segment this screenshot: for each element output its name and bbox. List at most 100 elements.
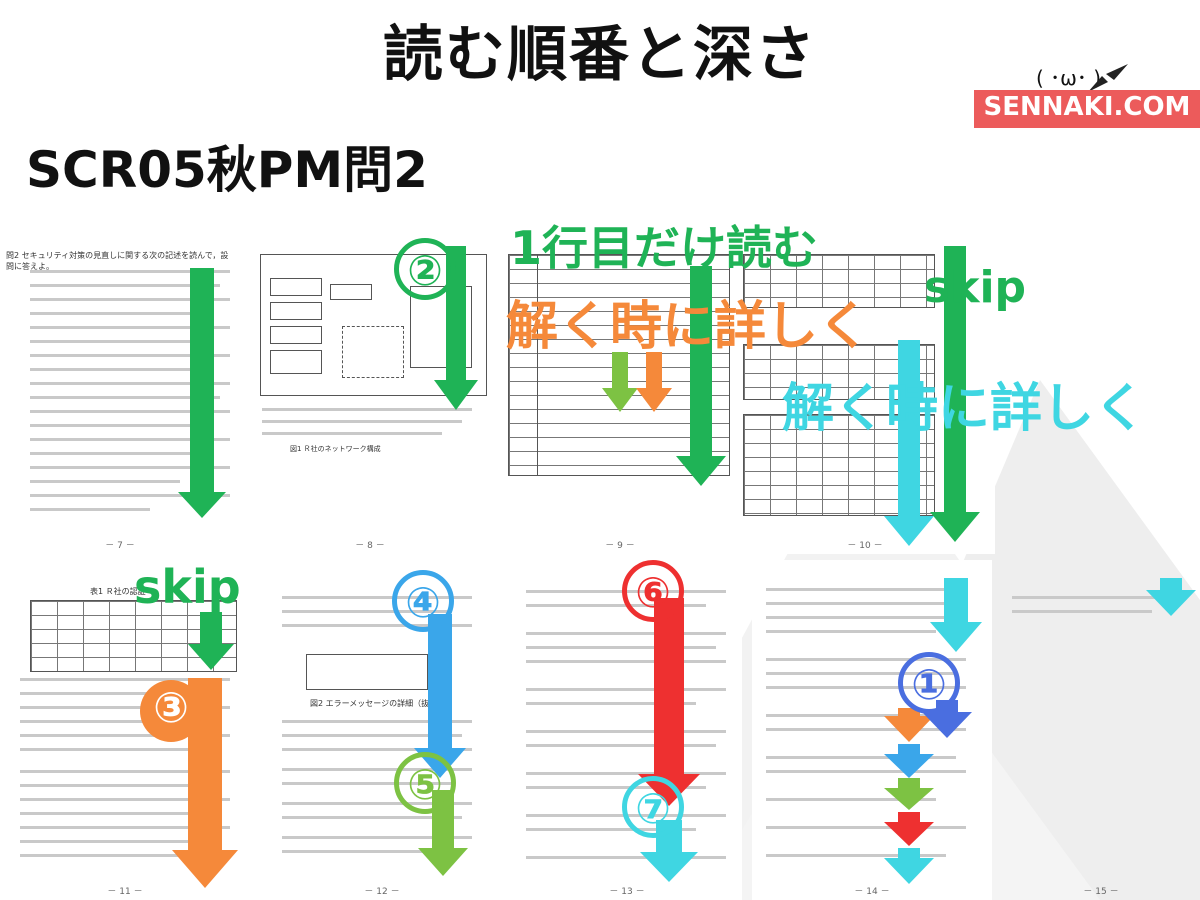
logo-text: SENNAKI.COM [983, 92, 1191, 122]
text-line [526, 660, 726, 663]
text-line [766, 686, 966, 689]
page-number: － 7 － [105, 541, 135, 551]
figure-caption: 図2 エラーメッセージの詳細（抜粋） [310, 699, 446, 708]
text-line [30, 284, 220, 287]
page-number: － 9 － [605, 541, 635, 551]
text-line [766, 854, 946, 857]
text-line [30, 298, 230, 301]
text-line [20, 798, 230, 801]
annotation-detail-cyan: 解く時に詳しく [782, 379, 1147, 439]
text-line [20, 692, 220, 695]
text-line [262, 432, 442, 435]
logo-bar [974, 90, 1200, 128]
text-line [526, 604, 706, 607]
marker-5: ⑤ [394, 752, 456, 814]
page-number: － 10 － [847, 541, 883, 551]
annotation-skip-top: skip [924, 262, 1027, 313]
text-line [20, 840, 210, 843]
text-line [766, 770, 966, 773]
text-line [30, 438, 230, 441]
table-column-divider [508, 254, 538, 476]
diagram-node [270, 278, 322, 296]
text-line [30, 424, 200, 427]
marker-1: ① [898, 652, 960, 714]
text-line [766, 826, 966, 829]
text-line [30, 270, 230, 273]
ruleset-table [743, 254, 935, 308]
diagram-node [330, 284, 372, 300]
marker-6: ⑥ [622, 560, 684, 622]
page-lead-text: 問2 セキュリティ対策の見直しに関する次の記述を読んで，設問に答えよ。 [6, 251, 229, 271]
text-line [766, 588, 966, 591]
exam-subtitle: SCR05秋PM問2 [26, 141, 428, 199]
text-line [766, 728, 966, 731]
text-line [30, 508, 150, 511]
text-line [282, 624, 472, 627]
text-line [30, 368, 190, 371]
marker-4: ④ [392, 570, 454, 632]
text-line [1012, 596, 1162, 599]
text-line [526, 856, 726, 859]
text-line [30, 410, 230, 413]
text-line [262, 408, 472, 411]
text-line [30, 340, 210, 343]
text-line [766, 756, 956, 759]
text-line [526, 786, 706, 789]
text-line [20, 770, 230, 773]
page-number: － 14 － [854, 887, 890, 897]
text-line [20, 854, 230, 857]
text-line [282, 802, 472, 805]
marker-3: ③ [140, 680, 202, 742]
text-line [30, 466, 230, 469]
text-line [282, 720, 472, 723]
exam-page-15: － 15 － [1002, 560, 1200, 900]
text-line [526, 744, 716, 747]
text-line [20, 734, 230, 737]
text-line [20, 784, 220, 787]
text-line [766, 714, 946, 717]
text-line [766, 616, 966, 619]
text-line [282, 734, 462, 737]
text-line [766, 672, 956, 675]
text-line [282, 610, 452, 613]
text-line [30, 494, 230, 497]
text-line [1012, 610, 1152, 613]
text-line [766, 658, 966, 661]
text-line [30, 354, 230, 357]
exam-page-13: － 13 － [512, 560, 742, 900]
marker-7: ⑦ [622, 776, 684, 838]
text-line [20, 706, 230, 709]
diagram-node [270, 350, 322, 374]
table-caption: 表1 Ｒ社の認証 [90, 587, 146, 596]
text-line [30, 396, 220, 399]
diagram-node [270, 326, 322, 344]
page-title: 読む順番と深さ [383, 20, 817, 90]
text-line [526, 688, 726, 691]
marker-2: ② [394, 238, 456, 300]
text-line [282, 748, 472, 751]
annotation-read-first-line: 1行目だけ読む [510, 221, 819, 275]
brush-icon [1088, 64, 1128, 92]
exam-page-12: 図2 エラーメッセージの詳細（抜粋） － 12 － [262, 560, 502, 900]
page-number: － 11 － [107, 887, 143, 897]
diagram-node [342, 326, 404, 378]
text-line [526, 828, 696, 831]
text-line [30, 326, 230, 329]
diagram-node [270, 302, 322, 320]
text-line [20, 678, 230, 681]
page-number: － 8 － [355, 541, 385, 551]
text-line [20, 826, 230, 829]
text-line [30, 312, 200, 315]
text-line [20, 748, 210, 751]
text-line [30, 480, 180, 483]
text-line [282, 836, 472, 839]
logo-face: ( ･ω･ ) [1036, 66, 1102, 90]
page-number: － 12 － [364, 887, 400, 897]
text-line [262, 420, 462, 423]
text-line [282, 816, 462, 819]
text-line [282, 596, 472, 599]
text-line [20, 812, 190, 815]
text-line [282, 768, 472, 771]
annotation-detail-orange: 解く時に詳しく [506, 297, 871, 357]
